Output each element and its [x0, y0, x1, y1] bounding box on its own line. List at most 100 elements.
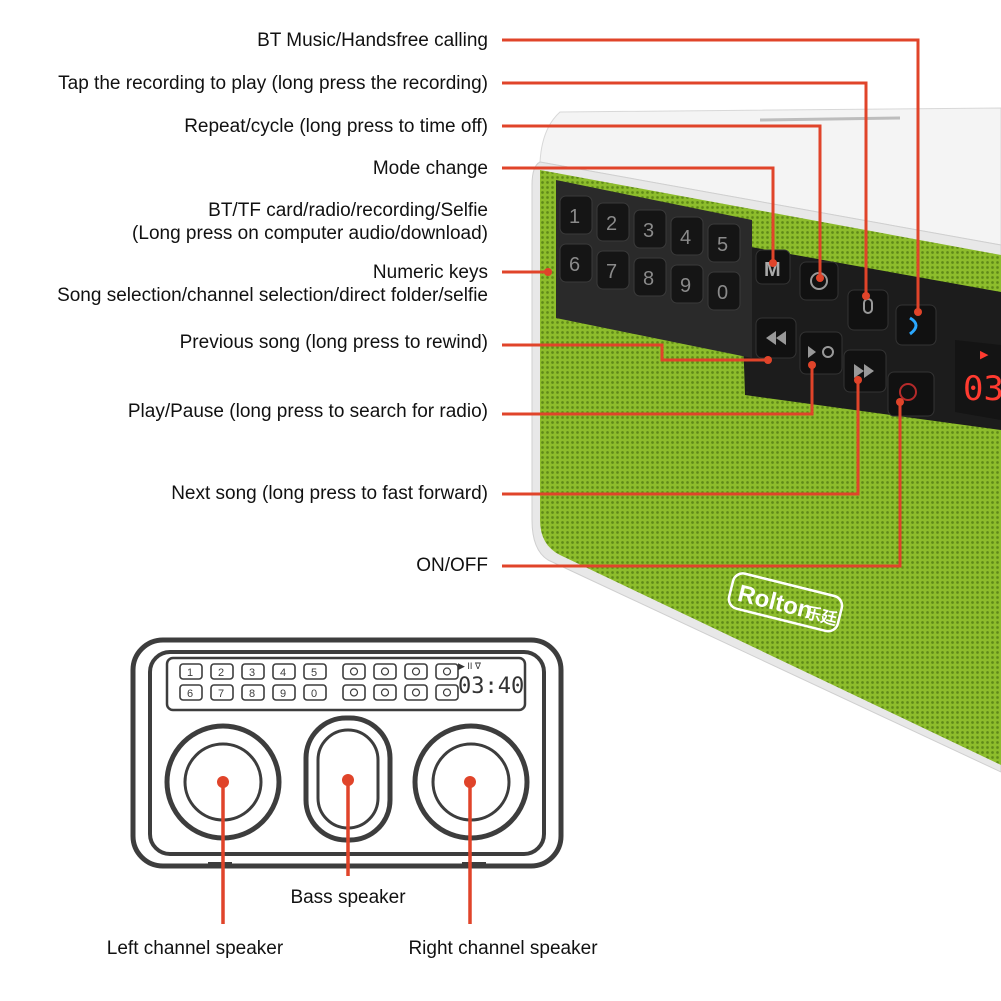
numeric-key-3[interactable] — [633, 209, 667, 249]
label-play-pause: Play/Pause (long press to search for rad… — [127, 401, 488, 422]
numeric-key-label: 3 — [643, 220, 654, 242]
schematic-key-icon — [411, 688, 421, 697]
mode-change-line — [502, 166, 775, 263]
schematic-key — [373, 684, 397, 701]
schematic-key — [241, 684, 265, 701]
schematic-key — [435, 684, 459, 701]
schematic-key-label: 6 — [187, 688, 193, 700]
numeric-key-label: 7 — [606, 261, 617, 283]
numeric-key-4[interactable] — [670, 216, 704, 256]
numeric-key-8[interactable] — [633, 257, 667, 297]
numeric-key-label: 5 — [717, 234, 728, 256]
display-play-indicator: ▶ — [980, 349, 989, 361]
schematic-key-label: 1 — [187, 667, 193, 679]
numeric-key-label: 9 — [680, 275, 691, 297]
numeric-key-label: 4 — [680, 227, 691, 249]
schematic-key — [435, 663, 459, 680]
schematic-key — [303, 684, 327, 701]
bt-music-line — [502, 38, 920, 312]
schematic-key — [210, 663, 234, 680]
label-tap-recording: Tap the recording to play (long press th… — [58, 73, 488, 94]
device-display — [955, 340, 1001, 420]
label-next-song: Next song (long press to fast forward) — [171, 483, 488, 504]
tap-recording-line — [502, 81, 868, 296]
on-off-line — [502, 402, 902, 568]
schematic-control-strip — [165, 656, 527, 712]
right-speaker-dot — [464, 776, 476, 788]
schematic-key — [272, 663, 296, 680]
play-pause-key[interactable] — [799, 331, 843, 375]
play-pause-icon — [808, 346, 816, 358]
previous-icon — [766, 331, 786, 345]
numeric-key-label: 6 — [569, 254, 580, 276]
power-key[interactable] — [887, 371, 935, 417]
label-bass-speaker: Bass speaker — [290, 887, 406, 908]
schematic-key-label: 3 — [249, 667, 255, 679]
next-song-line — [502, 380, 860, 496]
schematic-key-label: 7 — [218, 688, 224, 700]
schematic-foot-right — [462, 862, 486, 868]
repeat-line — [502, 124, 822, 278]
record-key[interactable] — [847, 289, 889, 331]
numeric-key-7[interactable] — [596, 250, 630, 290]
numeric-key-1[interactable] — [559, 195, 593, 235]
label-left-speaker: Left channel speaker — [106, 938, 284, 959]
numeric-key-9[interactable] — [670, 264, 704, 304]
schematic-key-icon — [380, 688, 390, 697]
label-source-line2: (Long press on computer audio/download) — [132, 223, 488, 244]
top-shell-edge — [759, 116, 901, 122]
label-source-line1: BT/TF card/radio/recording/Selfie — [208, 200, 488, 221]
schematic-key — [179, 684, 203, 701]
label-right-speaker: Right channel speaker — [408, 938, 598, 959]
bass-speaker-dot — [342, 774, 354, 786]
schematic-key — [342, 663, 366, 680]
schematic-key-icon — [349, 688, 359, 697]
schematic-key — [342, 684, 366, 701]
callout-dots — [544, 259, 922, 406]
label-previous-song: Previous song (long press to rewind) — [179, 332, 488, 353]
schematic-key-label: 4 — [280, 667, 286, 679]
schematic-lines — [221, 780, 472, 924]
schematic-key-label: 2 — [218, 667, 224, 679]
schematic-key-label: 5 — [311, 667, 317, 679]
power-icon — [899, 383, 917, 401]
schematic-key — [404, 684, 428, 701]
numeric-key-label: 2 — [606, 213, 617, 235]
numeric-keys: 1 2 3 4 5 6 7 8 9 0 — [559, 195, 741, 311]
left-speaker-dot — [217, 776, 229, 788]
bluetooth-icon — [909, 316, 918, 336]
numeric-key-2[interactable] — [596, 202, 630, 242]
schematic-key — [241, 663, 265, 680]
next-icon — [854, 364, 874, 378]
schematic-key-icon — [411, 667, 421, 676]
schematic-key-icon — [442, 688, 452, 697]
play-pause-line — [502, 365, 814, 416]
schematic-key — [404, 663, 428, 680]
numeric-key-0[interactable] — [707, 271, 741, 311]
label-repeat-cycle: Repeat/cycle (long press to time off) — [184, 116, 488, 137]
numeric-key-label: 1 — [569, 206, 580, 228]
numeric-key-label: 8 — [643, 268, 654, 290]
label-numeric-line1: Numeric keys — [372, 262, 488, 283]
label-bt-music: BT Music/Handsfree calling — [257, 30, 488, 51]
label-on-off: ON/OFF — [416, 555, 488, 576]
schematic-key — [179, 663, 203, 680]
label-mode-change: Mode change — [372, 158, 488, 179]
schematic-display: 03:40 — [458, 674, 524, 699]
label-numeric-line2: Song selection/channel selection/direct … — [57, 285, 488, 306]
schematic-key-icon — [442, 667, 452, 676]
numeric-key-6[interactable] — [559, 243, 593, 283]
schematic-indicators: ▶ II ᐁ — [458, 661, 482, 671]
schematic-foot-left — [208, 862, 232, 868]
numeric-key-5[interactable] — [707, 223, 741, 263]
schematic-key-label: 8 — [249, 688, 255, 700]
callout-lines — [502, 38, 920, 568]
numeric-key-label: 0 — [717, 282, 728, 304]
schematic-key — [272, 684, 296, 701]
display-digits: 03 — [963, 369, 1001, 409]
search-icon — [822, 346, 834, 358]
